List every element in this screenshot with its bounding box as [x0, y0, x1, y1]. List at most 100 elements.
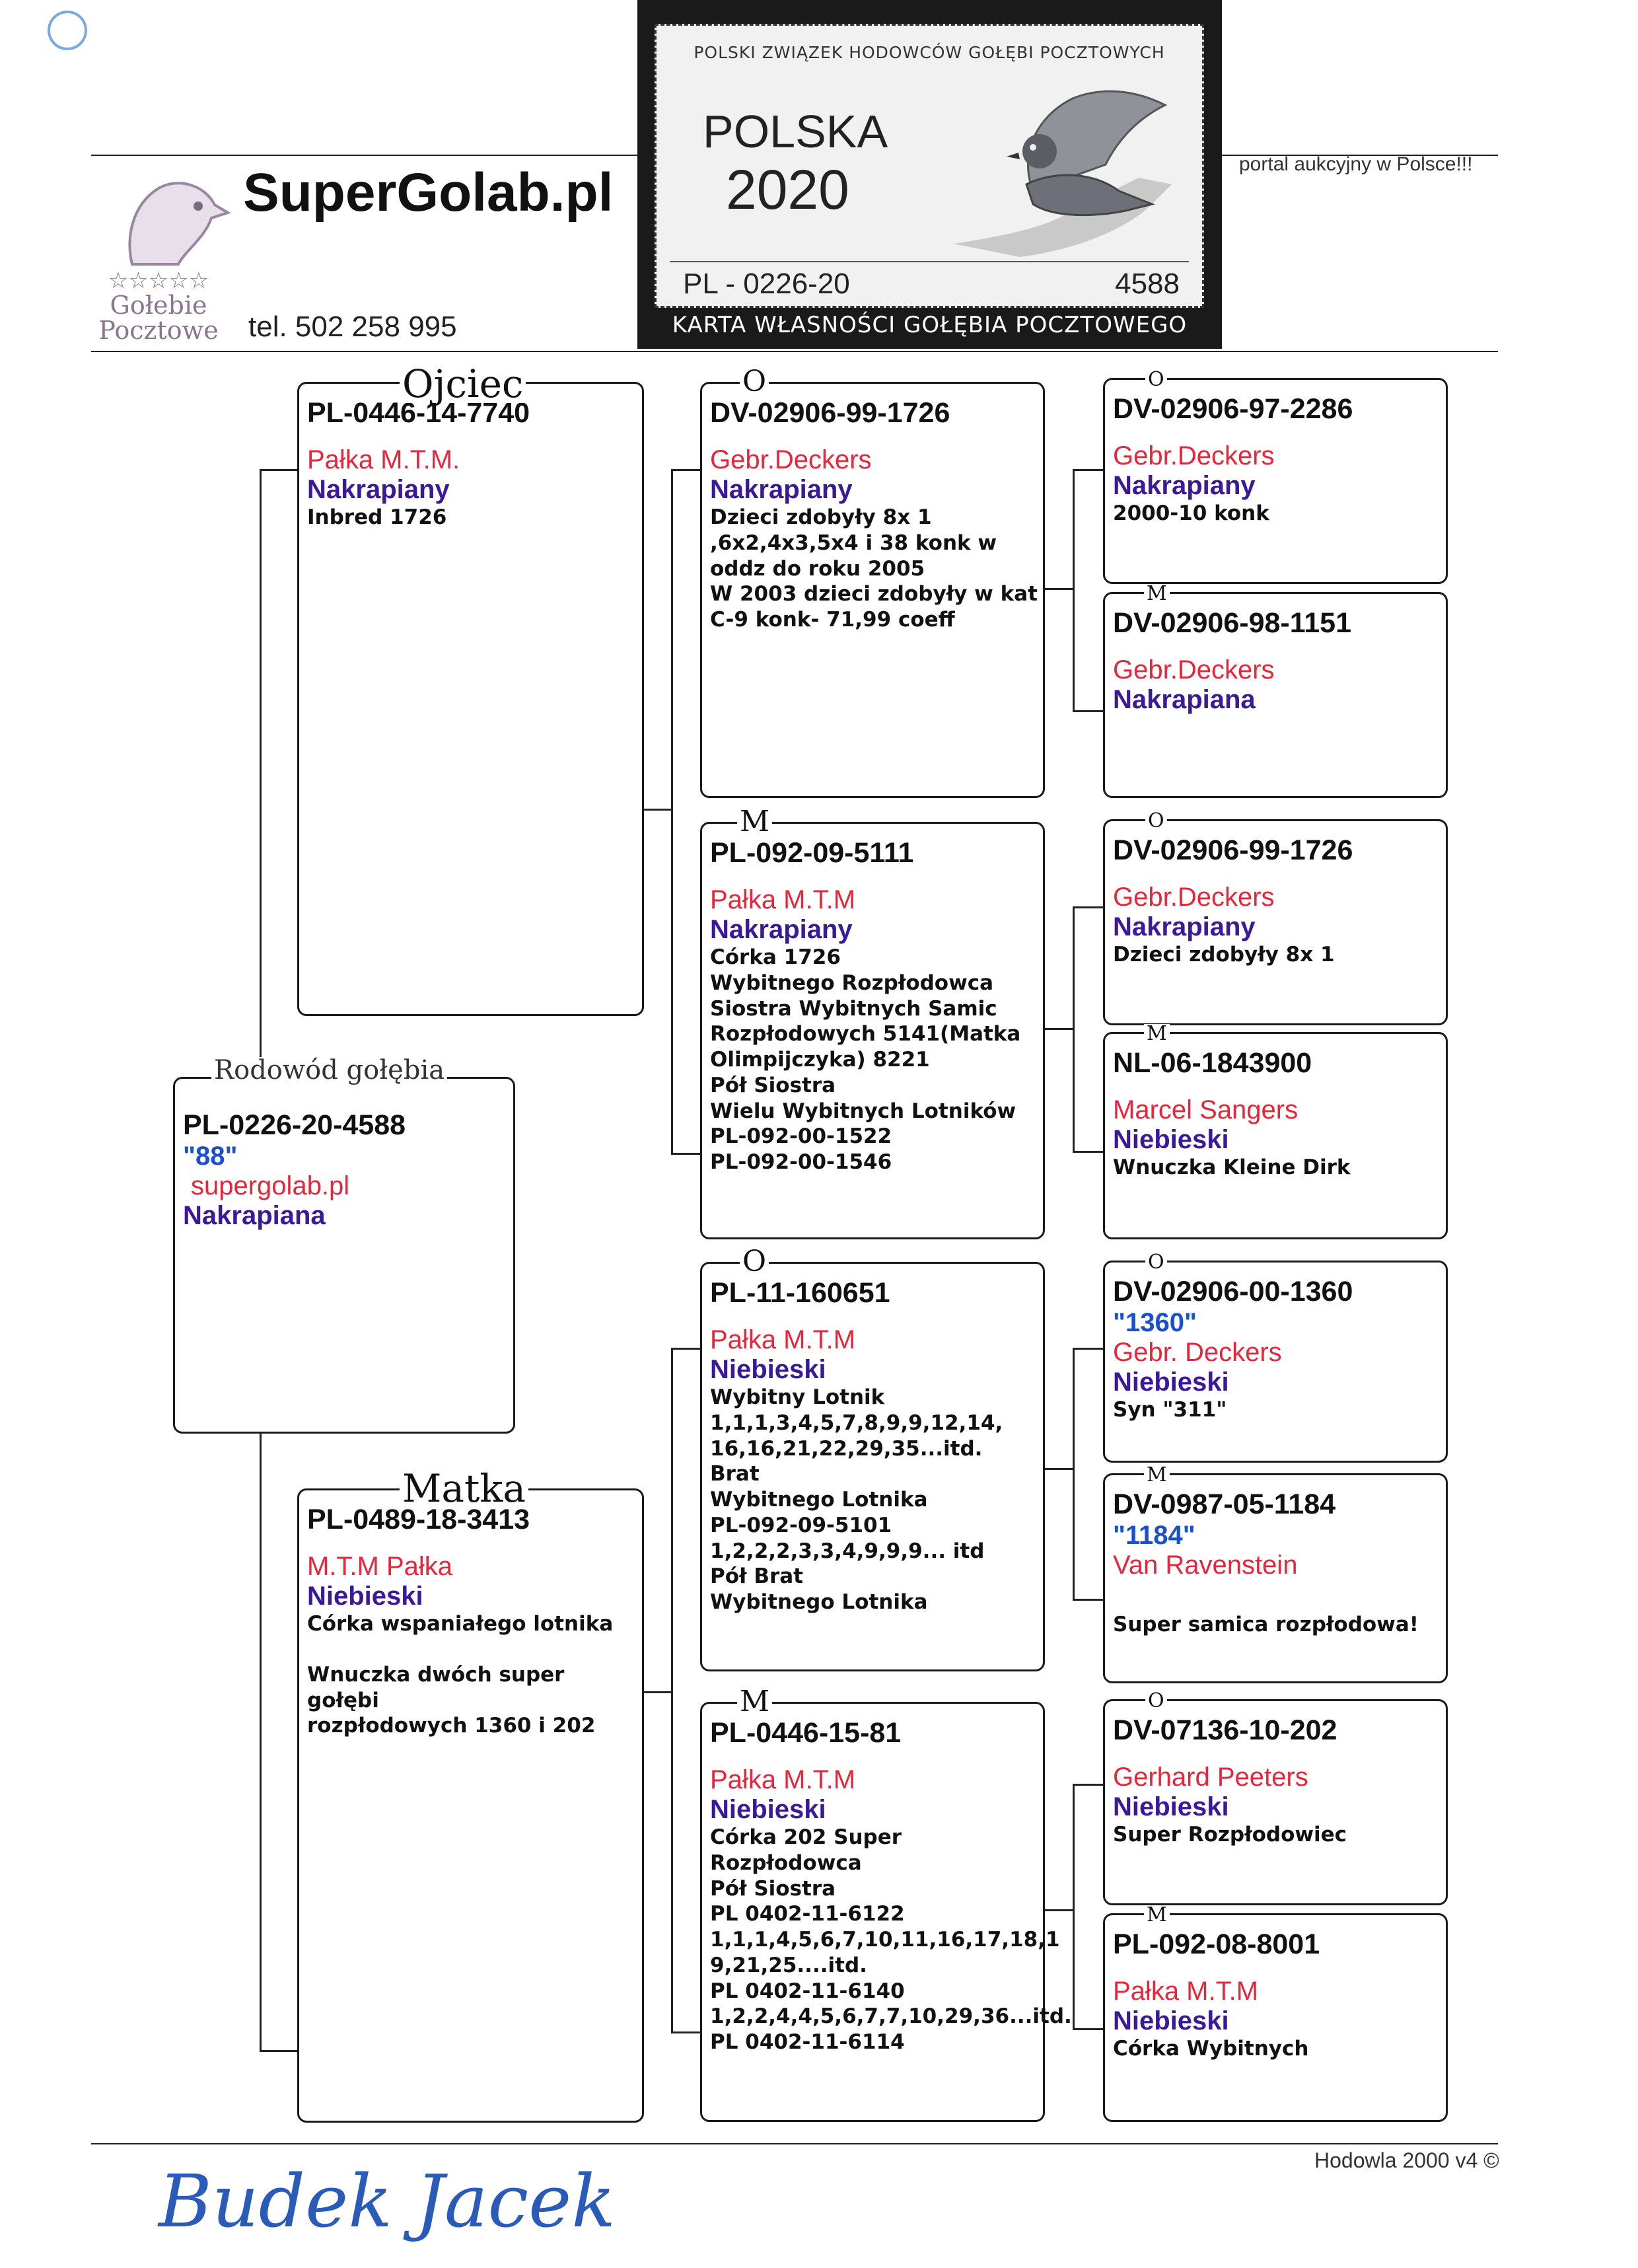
mf-breeder: Pałka M.T.M — [710, 1325, 1043, 1355]
mff-ring: DV-02906-00-1360 — [1113, 1276, 1446, 1308]
fff-color: Nakrapiany — [1113, 471, 1446, 501]
mm-note: PL 0402-11-6114 — [710, 2030, 1043, 2055]
site-name: SuperGolab.pl — [243, 162, 613, 224]
ffm-box: DV-02906-98-1151 Gebr.Deckers Nakrapiana — [1103, 592, 1448, 798]
fmm-breeder: Marcel Sangers — [1113, 1095, 1446, 1125]
fmm-color: Niebieski — [1113, 1125, 1446, 1155]
father-box: PL-0446-14-7740 Pałka M.T.M. Nakrapiany … — [297, 382, 644, 1016]
fm-color: Nakrapiany — [710, 915, 1043, 945]
mf-note: Wybitnego Lotnika — [710, 1487, 1043, 1513]
logo-stars: ☆☆☆☆☆ — [92, 268, 225, 294]
connector-mmf-h — [1073, 1784, 1103, 1786]
fm-note: Wybitnego Rozpłodowca — [710, 970, 1043, 996]
connector-mfm-h — [1073, 1599, 1103, 1601]
connector-mf — [1073, 1348, 1075, 1599]
fmm-box: NL-06-1843900 Marcel Sangers Niebieski W… — [1103, 1032, 1448, 1239]
corner-mark — [48, 11, 87, 50]
mfm-tag: M — [1144, 1465, 1170, 1485]
mm-note: PL 0402-11-6140 — [710, 1979, 1043, 2004]
card-country: POLSKA — [703, 105, 888, 158]
mf-tag: O — [740, 1247, 769, 1276]
mother-note: rozpłodowych 1360 i 202 — [307, 1713, 642, 1739]
mmm-ring: PL-092-08-8001 — [1113, 1928, 1446, 1961]
connector-mm-join — [1045, 1909, 1073, 1911]
mm-note: 1,2,2,4,4,5,6,7,7,10,29,36...itd. — [710, 2004, 1043, 2030]
mf-note: 1,1,1,3,4,5,7,8,9,9,12,14, — [710, 1410, 1043, 1436]
mmm-color: Niebieski — [1113, 2006, 1446, 2036]
connector-fff-h — [1073, 469, 1103, 471]
connector-fm-join — [1045, 1028, 1073, 1030]
father-breeder: Pałka M.T.M. — [307, 445, 642, 475]
fmf-color: Nakrapiany — [1113, 912, 1446, 942]
mf-color: Niebieski — [710, 1355, 1043, 1385]
connector-mother — [671, 1348, 673, 2031]
mmf-note: Super Rozpłodowiec — [1113, 1822, 1446, 1848]
ffm-breeder: Gebr.Deckers — [1113, 655, 1446, 685]
fmf-note: Dzieci zdobyły 8x 1 — [1113, 942, 1446, 968]
phone-number: tel. 502 258 995 — [248, 311, 457, 344]
fmf-breeder: Gebr.Deckers — [1113, 883, 1446, 912]
mfm-name: "1184" — [1113, 1521, 1446, 1551]
mff-note: Syn "311" — [1113, 1397, 1446, 1423]
subject-breeder: supergolab.pl — [183, 1171, 513, 1201]
fmf-ring: DV-02906-99-1726 — [1113, 834, 1446, 867]
fm-box: PL-092-09-5111 Pałka M.T.M Nakrapiany Có… — [700, 822, 1045, 1239]
fff-breeder: Gebr.Deckers — [1113, 441, 1446, 471]
mf-note: PL-092-09-5101 — [710, 1513, 1043, 1539]
fm-note: Rozpłodowych 5141(Matka — [710, 1021, 1043, 1047]
connector-father — [671, 469, 673, 1153]
mother-tag: Matka — [400, 1469, 528, 1508]
mf-note: Wybitny Lotnik — [710, 1385, 1043, 1410]
mfm-note: Super samica rozpłodowa! — [1113, 1612, 1446, 1638]
mm-note: Pół Siostra — [710, 1876, 1043, 1902]
connector-mm — [1073, 1784, 1075, 2028]
mmf-tag: O — [1145, 1691, 1167, 1711]
mfm-box: DV-0987-05-1184 "1184" Van Ravenstein Su… — [1103, 1473, 1448, 1683]
ffm-ring: DV-02906-98-1151 — [1113, 607, 1446, 640]
father-tag: Ojciec — [400, 365, 526, 403]
ff-note: W 2003 dzieci zdobyły w kat — [710, 581, 1043, 607]
mother-box: PL-0489-18-3413 M.T.M Pałka Niebieski Có… — [297, 1488, 644, 2123]
connector-mf-h — [671, 1348, 700, 1350]
connector-ff-h — [671, 469, 700, 471]
fm-note: Wielu Wybitnych Lotników — [710, 1099, 1043, 1124]
connector-fmm-h — [1073, 1151, 1103, 1153]
mmm-box: PL-092-08-8001 Pałka M.T.M Niebieski Cór… — [1103, 1913, 1448, 2122]
mmf-ring: DV-07136-10-202 — [1113, 1714, 1446, 1747]
connector-mm-h — [671, 2031, 700, 2033]
fmf-box: DV-02906-99-1726 Gebr.Deckers Nakrapiany… — [1103, 819, 1448, 1025]
site-slogan: portal aukcyjny w Polsce!!! — [1239, 153, 1472, 176]
fmm-tag: M — [1144, 1024, 1170, 1044]
mm-breeder: Pałka M.T.M — [710, 1765, 1043, 1795]
connector-mmm-h — [1073, 2028, 1103, 2030]
mmf-box: DV-07136-10-202 Gerhard Peeters Niebiesk… — [1103, 1699, 1448, 1905]
mm-note: PL 0402-11-6122 — [710, 1901, 1043, 1927]
mf-box: PL-11-160651 Pałka M.T.M Niebieski Wybit… — [700, 1262, 1045, 1671]
fff-tag: O — [1145, 370, 1167, 390]
ff-box: DV-02906-99-1726 Gebr.Deckers Nakrapiany… — [700, 382, 1045, 798]
ff-color: Nakrapiany — [710, 475, 1043, 505]
software-mark: Hodowla 2000 v4 © — [1314, 2148, 1499, 2173]
fm-ring: PL-092-09-5111 — [710, 837, 1043, 869]
subject-ring: PL-0226-20-4588 — [183, 1109, 513, 1142]
connector-father-join — [644, 809, 672, 811]
mfm-breeder: Van Ravenstein — [1113, 1551, 1446, 1580]
mmf-color: Niebieski — [1113, 1792, 1446, 1822]
fm-tag: M — [737, 807, 772, 836]
mmf-breeder: Gerhard Peeters — [1113, 1763, 1446, 1792]
subject-title: Rodowód gołębia — [211, 1057, 447, 1083]
subject-name: "88" — [183, 1142, 513, 1171]
logo-line2: Pocztowe — [92, 316, 225, 345]
mf-ring: PL-11-160651 — [710, 1277, 1043, 1309]
mother-breeder: M.T.M Pałka — [307, 1552, 642, 1582]
ownership-card-panel: POLSKI ZWIĄZEK HODOWCÓW GOŁĘBI POCZTOWYC… — [655, 24, 1204, 308]
connector-ffm-h — [1073, 710, 1103, 712]
mmm-tag: M — [1144, 1905, 1170, 1925]
mm-box: PL-0446-15-81 Pałka M.T.M Niebieski Córk… — [700, 1702, 1045, 2122]
ff-tag: O — [740, 367, 769, 396]
card-year: 2020 — [726, 158, 849, 222]
father-note: Inbred 1726 — [307, 505, 642, 530]
ff-breeder: Gebr.Deckers — [710, 445, 1043, 475]
mf-note: Wybitnego Lotnika — [710, 1590, 1043, 1615]
card-divider — [670, 261, 1189, 262]
